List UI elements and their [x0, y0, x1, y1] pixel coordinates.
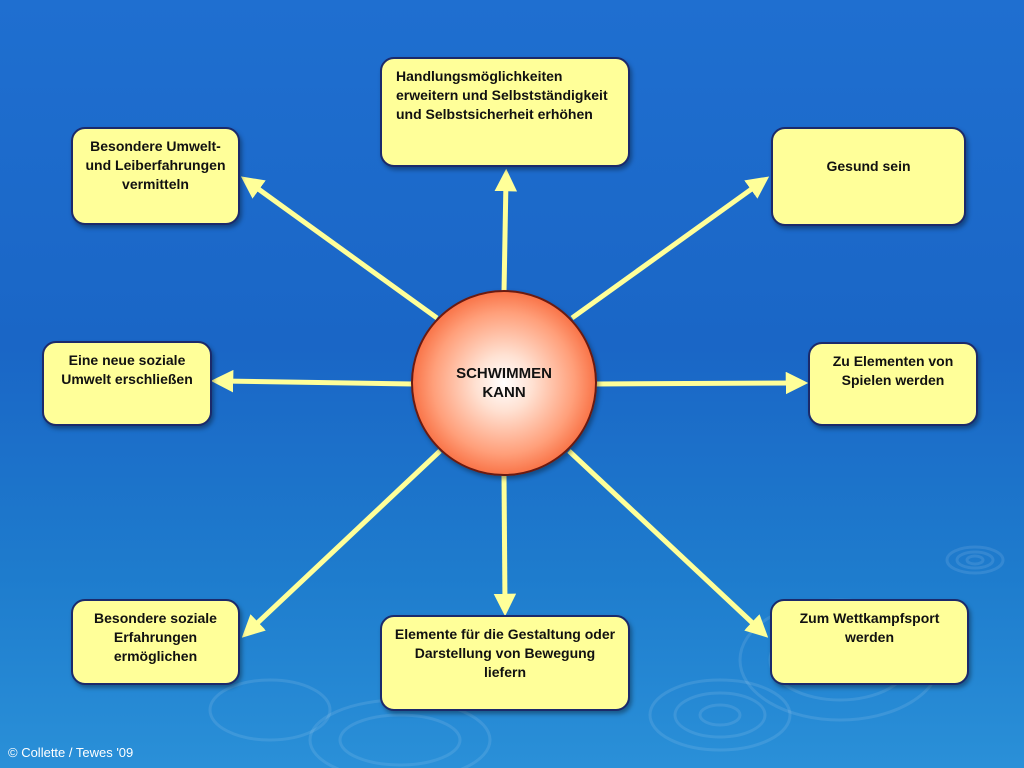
arrow-bottom-left — [241, 449, 442, 638]
box-top-label: Handlungsmöglichkeiten erweitern und Sel… — [396, 68, 608, 122]
box-bottom: Elemente für die Gestaltung oder Darstel… — [380, 615, 630, 711]
arrow-bottom — [493, 475, 517, 617]
box-top-right-label: Gesund sein — [826, 158, 911, 174]
arrow-right — [595, 371, 809, 395]
box-top-left-label: Besondere Umwelt- und Leiberfahrungen ve… — [85, 138, 226, 192]
box-left-label: Eine neue soziale Umwelt erschließen — [61, 352, 193, 387]
box-top-left: Besondere Umwelt- und Leiberfahrungen ve… — [71, 127, 240, 225]
center-circle: SCHWIMMEN KANN — [411, 290, 597, 476]
copyright-credit: © Collette / Tewes '09 — [8, 745, 134, 760]
box-bottom-right-label: Zum Wettkampfsport werden — [799, 610, 940, 645]
box-bottom-left-label: Besondere soziale Erfahrungen ermögliche… — [94, 610, 217, 664]
arrow-left — [210, 369, 414, 393]
center-label: SCHWIMMEN KANN — [456, 365, 552, 401]
box-bottom-left: Besondere soziale Erfahrungen ermögliche… — [71, 599, 240, 685]
box-left: Eine neue soziale Umwelt erschließen — [42, 341, 212, 426]
arrow-top-left — [240, 176, 439, 321]
box-bottom-label: Elemente für die Gestaltung oder Darstel… — [394, 626, 616, 680]
box-right: Zu Elementen von Spielen werden — [808, 342, 978, 426]
arrow-top — [494, 168, 518, 293]
box-right-label: Zu Elementen von Spielen werden — [832, 353, 954, 388]
box-top-right: Gesund sein — [771, 127, 966, 226]
arrow-bottom-right — [567, 449, 769, 638]
arrow-top-right — [570, 176, 770, 321]
box-bottom-right: Zum Wettkampfsport werden — [770, 599, 969, 685]
box-top: Handlungsmöglichkeiten erweitern und Sel… — [380, 57, 630, 167]
